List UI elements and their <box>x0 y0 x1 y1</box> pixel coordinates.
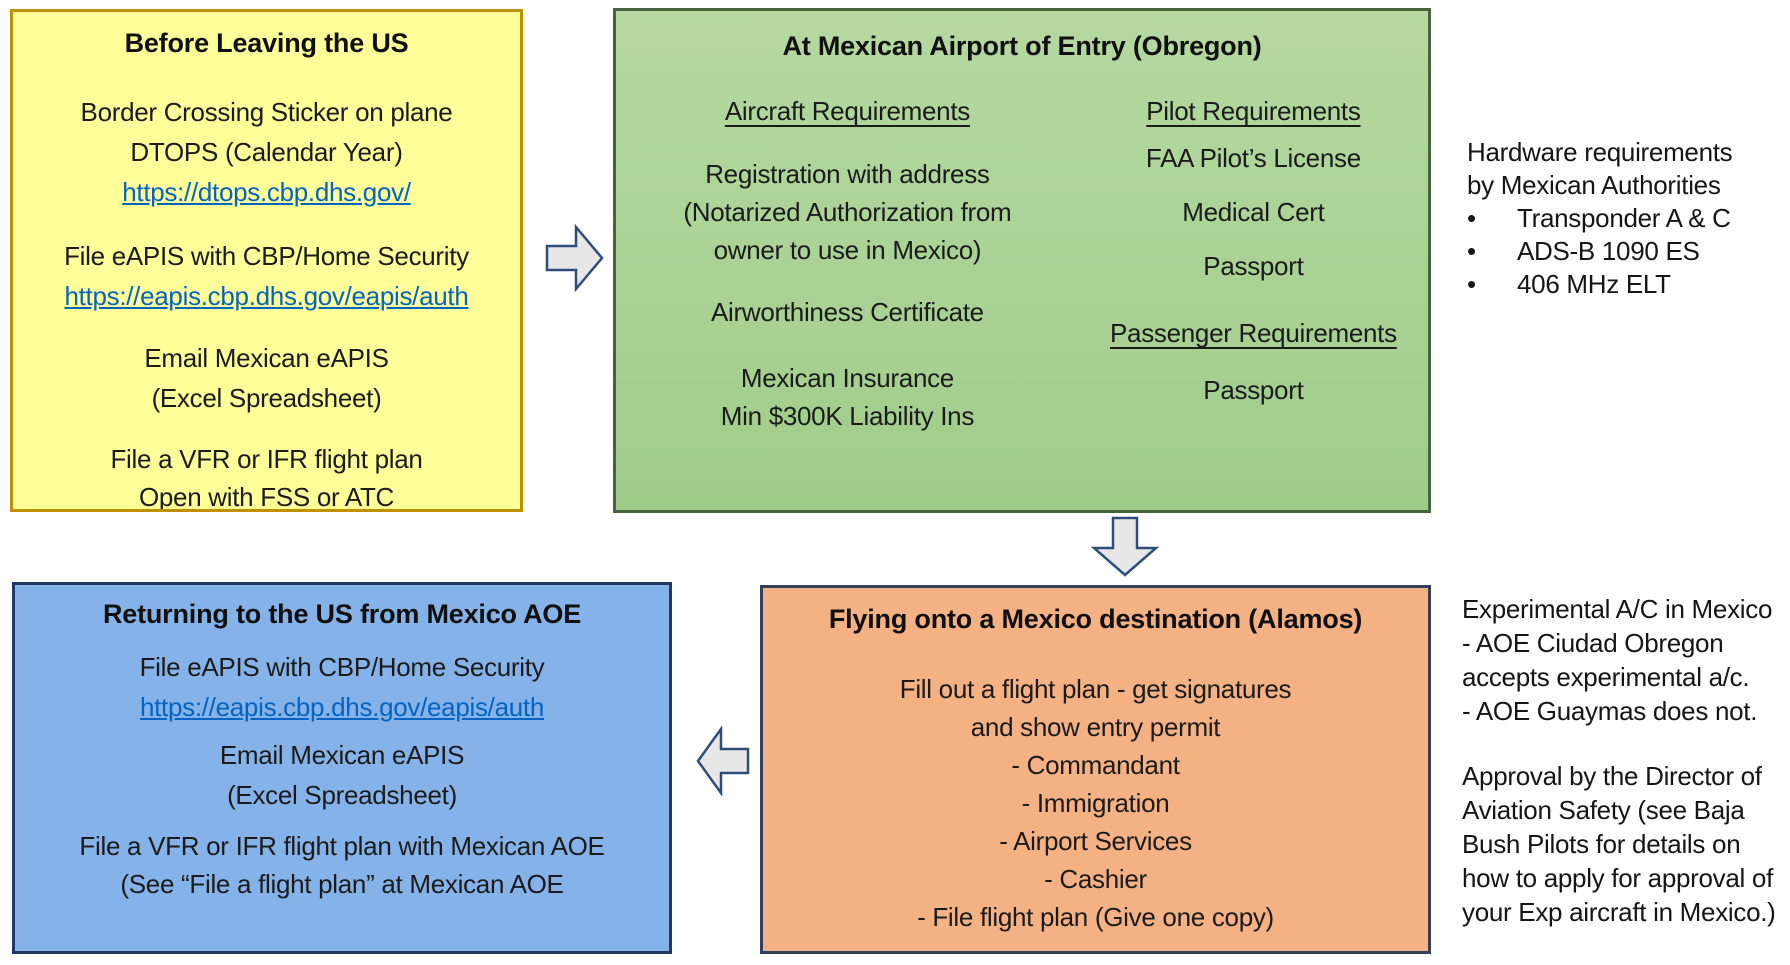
experimental-note-line: Bush Pilots for details on <box>1462 829 1741 859</box>
eapis-link[interactable]: https://eapis.cbp.dhs.gov/eapis/auth <box>64 281 469 311</box>
flying-line: Fill out a flight plan - get signatures <box>899 674 1292 704</box>
returning-line: (See “File a flight plan” at Mexican AOE <box>120 869 564 899</box>
flying-line: - Immigration <box>1021 788 1170 818</box>
bullet-icon: • <box>1467 236 1476 266</box>
mexican-aoe-title: At Mexican Airport of Entry (Obregon) <box>782 31 1262 61</box>
experimental-note-line: your Exp aircraft in Mexico.) <box>1462 897 1776 927</box>
experimental-note-line: Approval by the Director of <box>1462 761 1762 791</box>
hardware-bullet-item: • 406 MHz ELT <box>1467 268 1779 301</box>
bullet-icon: • <box>1467 269 1476 299</box>
hardware-requirements-note: Hardware requirements by Mexican Authori… <box>1467 136 1779 301</box>
aircraft-requirements-column: Aircraft Requirements Registration with … <box>616 93 1079 435</box>
eapis-link[interactable]: https://eapis.cbp.dhs.gov/eapis/auth <box>139 692 545 722</box>
pilot-req-line: Passport <box>1203 251 1304 281</box>
hardware-note-line: by Mexican Authorities <box>1467 170 1721 200</box>
returning-line: (Excel Spreadsheet) <box>227 780 457 810</box>
flying-line: - Cashier <box>1044 864 1147 894</box>
aircraft-req-line: Airworthiness Certificate <box>711 297 984 327</box>
before-leaving-line: Open with FSS or ATC <box>138 482 395 512</box>
hardware-bullet-text: ADS-B 1090 ES <box>1517 236 1700 266</box>
aircraft-req-line: Mexican Insurance <box>740 363 954 393</box>
before-leaving-title: Before Leaving the US <box>124 28 409 58</box>
flying-mexico-title: Flying onto a Mexico destination (Alamos… <box>828 604 1363 634</box>
flow-arrow-right-icon <box>545 221 605 295</box>
aircraft-req-line: Min $300K Liability Ins <box>720 401 975 431</box>
passenger-requirements-heading: Passenger Requirements <box>1110 318 1397 348</box>
experimental-note-line: - AOE Guaymas does not. <box>1462 696 1758 726</box>
flying-line: - File flight plan (Give one copy) <box>917 902 1274 932</box>
flying-line: - Commandant <box>1011 750 1180 780</box>
aircraft-req-line: (Notarized Authorization from <box>683 197 1012 227</box>
experimental-aircraft-note: Experimental A/C in Mexico - AOE Ciudad … <box>1462 592 1782 929</box>
flying-line: - Airport Services <box>999 826 1192 856</box>
bullet-icon: • <box>1467 203 1476 233</box>
mexican-aoe-box: At Mexican Airport of Entry (Obregon) Ai… <box>613 8 1431 513</box>
returning-line: Email Mexican eAPIS <box>219 740 465 770</box>
dtops-link[interactable]: https://dtops.cbp.dhs.gov/ <box>122 177 411 207</box>
flow-arrow-down-icon <box>1088 516 1162 578</box>
before-leaving-line: File a VFR or IFR flight plan <box>110 444 423 474</box>
returning-line: File eAPIS with CBP/Home Security <box>139 652 545 682</box>
pilot-req-line: Medical Cert <box>1182 197 1325 227</box>
experimental-note-line: - AOE Ciudad Obregon <box>1462 628 1724 658</box>
experimental-note-line: Experimental A/C in Mexico <box>1462 594 1773 624</box>
passenger-req-line: Passport <box>1203 375 1304 405</box>
aircraft-req-line: owner to use in Mexico) <box>713 235 982 265</box>
hardware-bullet-text: 406 MHz ELT <box>1517 269 1671 299</box>
pilot-requirements-heading: Pilot Requirements <box>1146 96 1361 126</box>
experimental-note-line: how to apply for approval of <box>1462 863 1774 893</box>
hardware-bullet-text: Transponder A & C <box>1517 203 1731 233</box>
hardware-bullet-item: • Transponder A & C <box>1467 202 1779 235</box>
aircraft-req-line: Registration with address <box>705 159 990 189</box>
pilot-req-line: FAA Pilot’s License <box>1145 143 1361 173</box>
before-leaving-line: Border Crossing Sticker on plane <box>80 97 453 127</box>
pilot-requirements-column: Pilot Requirements FAA Pilot’s License M… <box>1079 93 1428 435</box>
returning-us-box: Returning to the US from Mexico AOE File… <box>12 582 672 954</box>
before-leaving-box: Before Leaving the US Border Crossing St… <box>10 9 523 512</box>
flying-line: and show entry permit <box>970 712 1221 742</box>
experimental-note-line: Aviation Safety (see Baja <box>1462 795 1745 825</box>
returning-line: File a VFR or IFR flight plan with Mexic… <box>79 831 605 861</box>
before-leaving-line: (Excel Spreadsheet) <box>151 383 382 413</box>
aircraft-requirements-heading: Aircraft Requirements <box>724 96 970 126</box>
before-leaving-line: File eAPIS with CBP/Home Security <box>64 241 469 271</box>
before-leaving-line: Email Mexican eAPIS <box>144 343 389 373</box>
before-leaving-line: DTOPS (Calendar Year) <box>130 137 403 167</box>
flow-arrow-left-icon <box>696 722 750 798</box>
hardware-note-line: Hardware requirements <box>1467 137 1733 167</box>
experimental-note-line: accepts experimental a/c. <box>1462 662 1750 692</box>
returning-us-title: Returning to the US from Mexico AOE <box>102 599 582 629</box>
flying-mexico-box: Flying onto a Mexico destination (Alamos… <box>760 585 1431 954</box>
hardware-bullet-item: • ADS-B 1090 ES <box>1467 235 1779 268</box>
